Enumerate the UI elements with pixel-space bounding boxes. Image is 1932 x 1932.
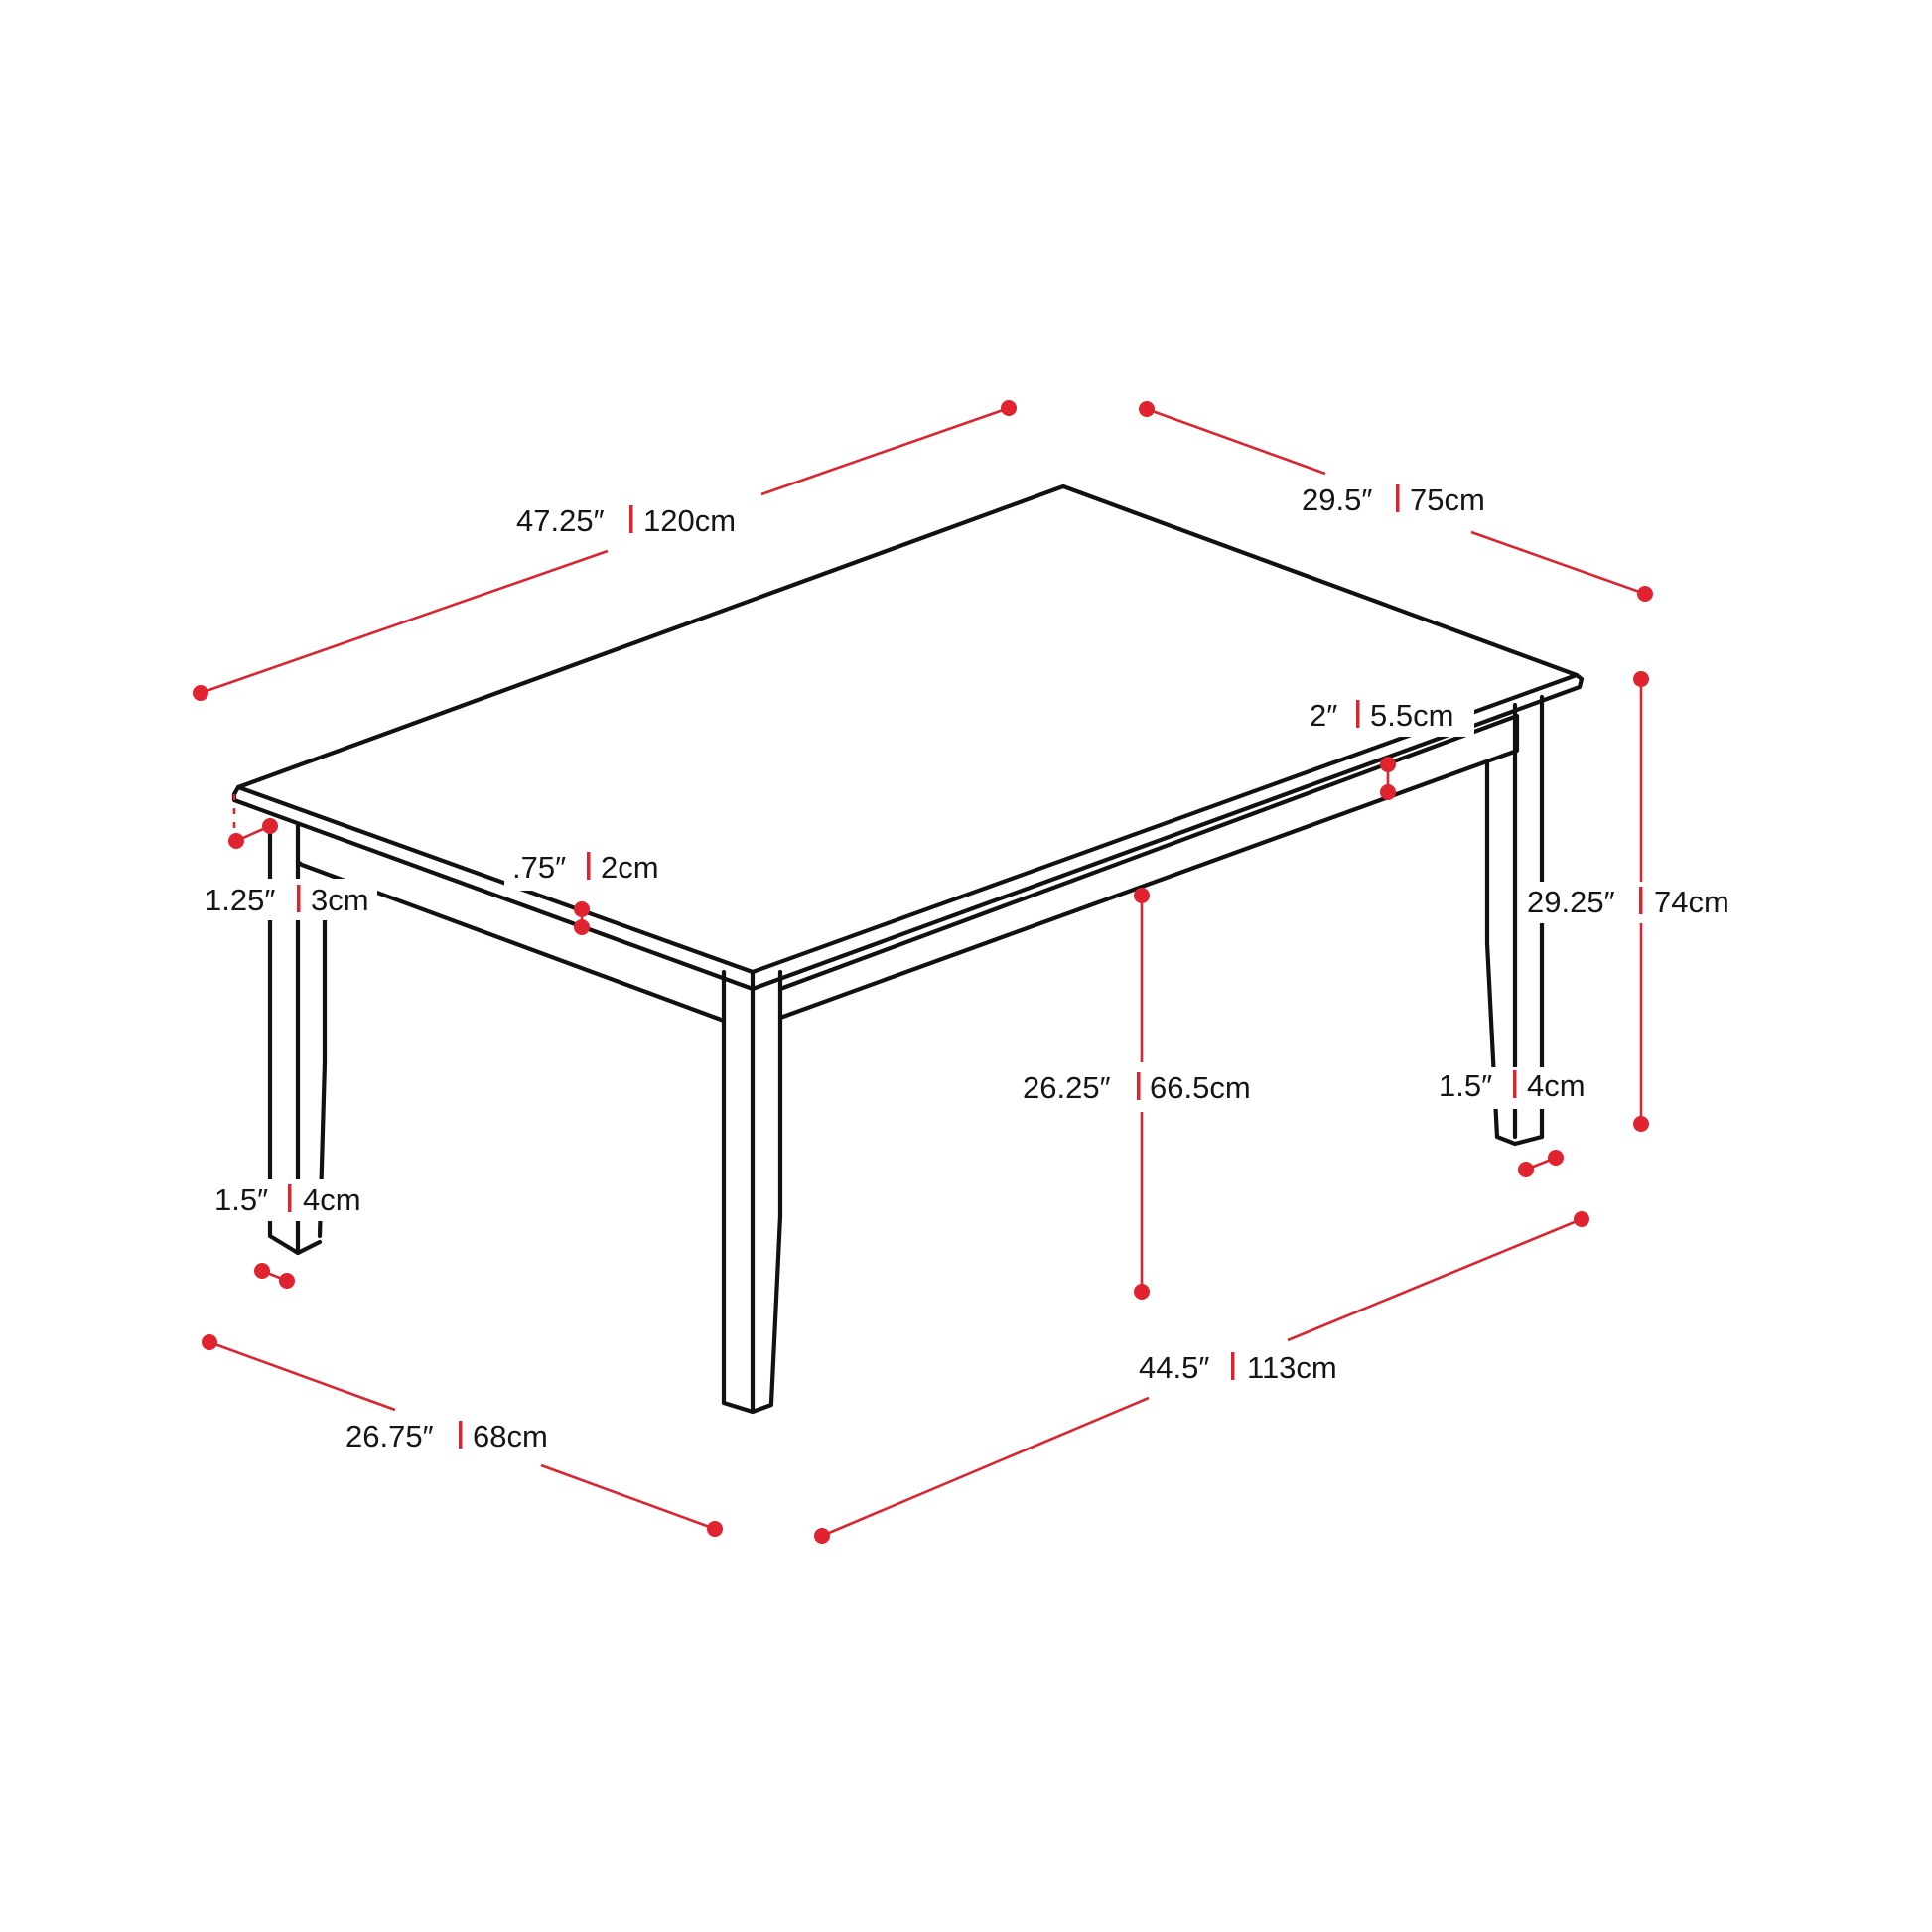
dimension-leg-width-left: [254, 1263, 295, 1289]
dimension-top-overhang: [228, 794, 278, 849]
label-top-overhang: 1.25″ 3cm: [205, 883, 369, 917]
svg-text:120cm: 120cm: [643, 503, 736, 538]
svg-text:.75″: .75″: [512, 850, 566, 885]
label-leg-clearance: 26.25″ 66.5cm: [1023, 1070, 1251, 1105]
label-apron-height: 2″ 5.5cm: [1310, 698, 1453, 733]
svg-text:29.5″: 29.5″: [1302, 483, 1372, 517]
dimension-top-thickness: [574, 901, 590, 935]
svg-text:66.5cm: 66.5cm: [1150, 1070, 1251, 1105]
label-overall-height: 29.25″ 74cm: [1527, 885, 1729, 919]
label-top-depth: 29.5″ 75cm: [1302, 483, 1485, 517]
svg-text:1.25″: 1.25″: [205, 883, 275, 917]
svg-text:74cm: 74cm: [1654, 885, 1729, 919]
dimension-leg-width-right: [1518, 1150, 1564, 1177]
dimension-apron-height: [1380, 757, 1396, 800]
svg-text:3cm: 3cm: [311, 883, 369, 917]
svg-text:26.75″: 26.75″: [345, 1419, 434, 1453]
svg-text:5.5cm: 5.5cm: [1370, 698, 1453, 733]
dimension-top-depth: [1139, 401, 1653, 602]
label-top-length: 47.25″ 120cm: [516, 503, 736, 538]
svg-text:29.25″: 29.25″: [1527, 885, 1615, 919]
leg-front: [721, 969, 783, 1415]
tabletop-edge-front: [750, 672, 1585, 992]
dimension-overall-height: [1633, 671, 1649, 1132]
svg-text:44.5″: 44.5″: [1139, 1350, 1209, 1385]
svg-text:47.25″: 47.25″: [516, 503, 605, 538]
dimension-base-length: [814, 1211, 1589, 1544]
label-top-thickness: .75″ 2cm: [512, 850, 659, 885]
label-base-length: 44.5″ 113cm: [1139, 1350, 1337, 1385]
label-base-depth: 26.75″ 68cm: [345, 1419, 548, 1453]
svg-text:4cm: 4cm: [303, 1182, 361, 1217]
svg-text:113cm: 113cm: [1247, 1350, 1337, 1385]
dimension-top-length: [193, 400, 1017, 701]
svg-text:1.5″: 1.5″: [214, 1182, 268, 1217]
svg-text:68cm: 68cm: [473, 1419, 548, 1453]
dimension-labels: 47.25″ 120cm 29.5″ 75cm 2″ 5.5cm .75″ 2c…: [199, 483, 1737, 1453]
label-leg-width-left: 1.5″ 4cm: [214, 1182, 361, 1217]
svg-text:2cm: 2cm: [601, 850, 659, 885]
label-leg-width-right: 1.5″ 4cm: [1439, 1068, 1586, 1103]
svg-text:1.5″: 1.5″: [1439, 1068, 1492, 1103]
svg-text:26.25″: 26.25″: [1023, 1070, 1111, 1105]
svg-text:2″: 2″: [1310, 698, 1337, 733]
svg-text:4cm: 4cm: [1527, 1068, 1586, 1103]
dimension-leg-clearance: [1134, 888, 1150, 1300]
svg-text:75cm: 75cm: [1410, 483, 1485, 517]
dimension-lines: [193, 400, 1653, 1544]
dimension-base-depth: [202, 1334, 723, 1537]
table-drawing: [231, 483, 1585, 1415]
